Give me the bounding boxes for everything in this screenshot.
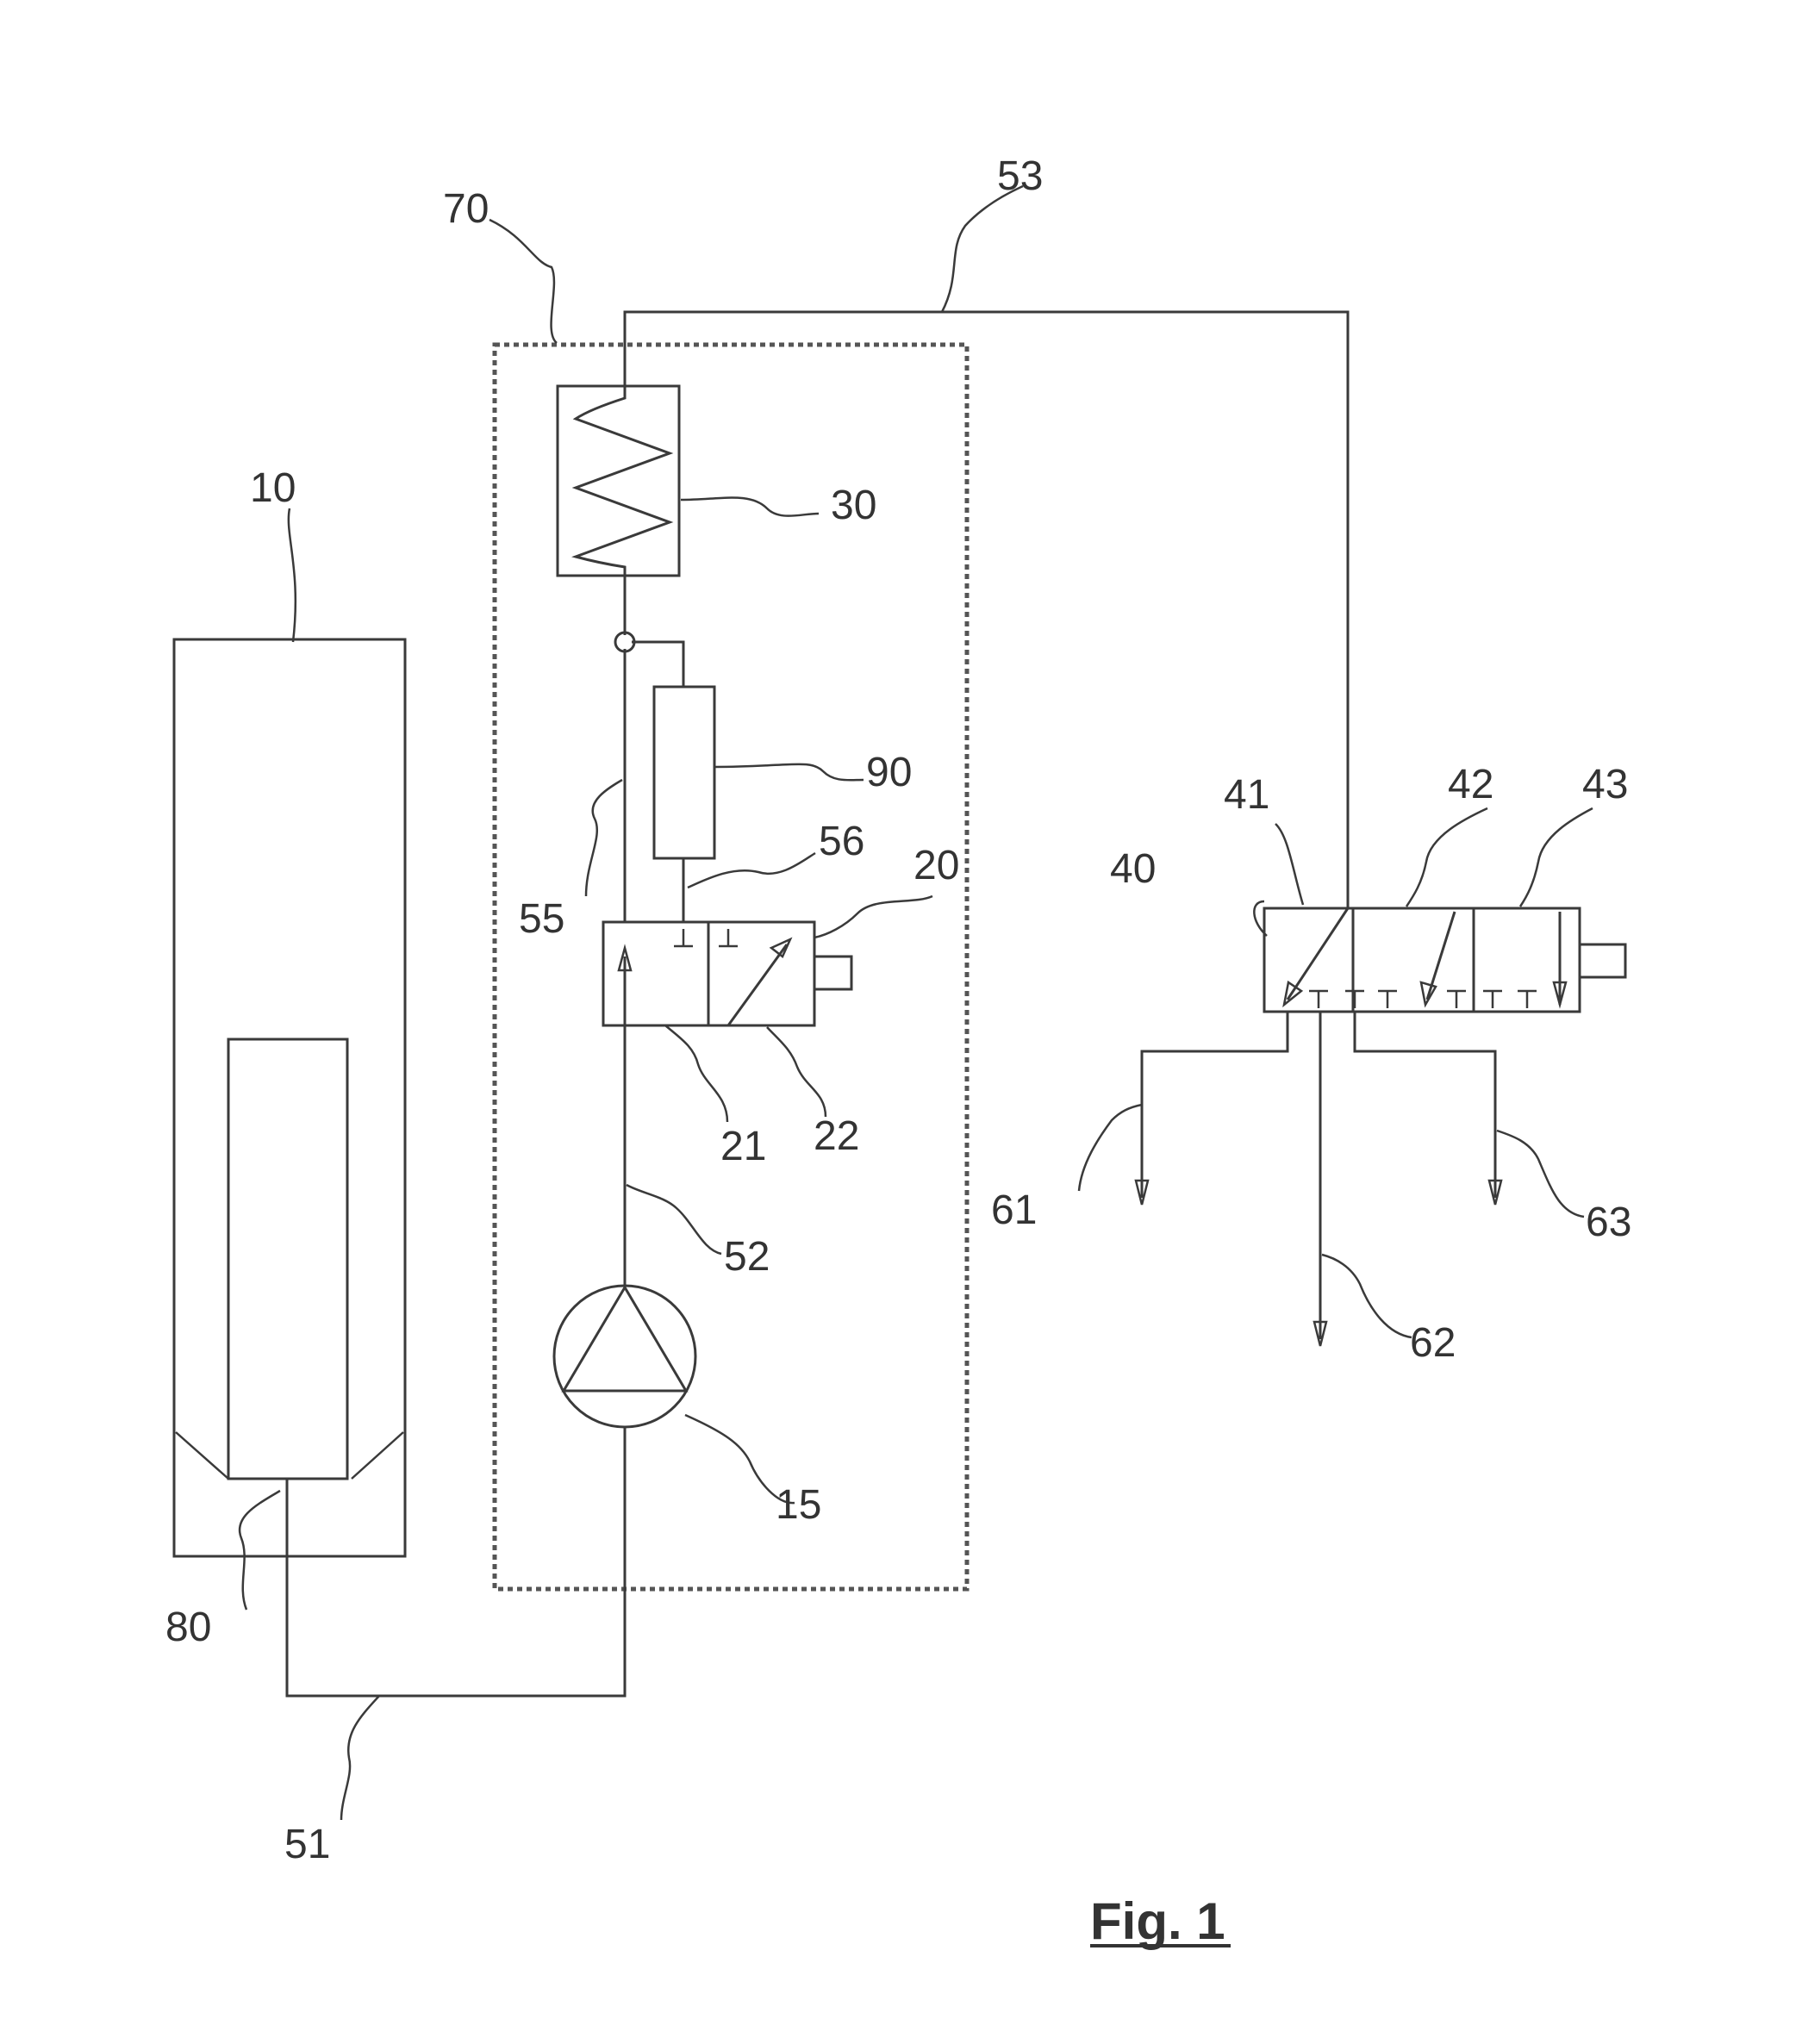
label-55: 55 bbox=[519, 896, 564, 942]
line-51 bbox=[287, 1427, 625, 1696]
label-51: 51 bbox=[284, 1822, 330, 1867]
pump-15 bbox=[554, 1286, 695, 1427]
label-61: 61 bbox=[991, 1187, 1037, 1233]
label-80: 80 bbox=[165, 1605, 211, 1650]
label-56: 56 bbox=[819, 819, 864, 864]
label-41: 41 bbox=[1224, 772, 1269, 818]
label-20: 20 bbox=[913, 843, 959, 888]
label-63: 63 bbox=[1586, 1200, 1631, 1245]
label-22: 22 bbox=[814, 1113, 859, 1159]
output-62 bbox=[1314, 1012, 1326, 1346]
label-40: 40 bbox=[1110, 846, 1156, 892]
tank-10 bbox=[174, 639, 405, 1556]
label-90: 90 bbox=[866, 750, 912, 795]
adsorbent-80 bbox=[228, 1039, 347, 1479]
label-53: 53 bbox=[997, 153, 1043, 199]
valve-20 bbox=[603, 922, 851, 1025]
filter-90 bbox=[654, 687, 714, 858]
label-15: 15 bbox=[776, 1482, 821, 1528]
figure-caption: Fig. 1 bbox=[1090, 1892, 1225, 1950]
junction-node bbox=[615, 633, 634, 651]
output-61 bbox=[1136, 1012, 1288, 1205]
label-52: 52 bbox=[724, 1234, 770, 1280]
label-62: 62 bbox=[1410, 1320, 1456, 1366]
heater-30 bbox=[558, 386, 679, 576]
module-70-boundary bbox=[495, 345, 967, 1589]
label-21: 21 bbox=[720, 1124, 766, 1169]
label-30: 30 bbox=[831, 483, 876, 528]
label-10: 10 bbox=[250, 465, 296, 511]
valve-40 bbox=[1264, 908, 1625, 1012]
line-53 bbox=[625, 312, 1348, 908]
line-to-filter bbox=[632, 642, 683, 687]
label-70: 70 bbox=[443, 186, 489, 232]
label-43: 43 bbox=[1582, 762, 1628, 807]
label-42: 42 bbox=[1448, 762, 1493, 807]
leader-lines bbox=[240, 186, 1593, 1820]
output-63 bbox=[1355, 1012, 1501, 1205]
